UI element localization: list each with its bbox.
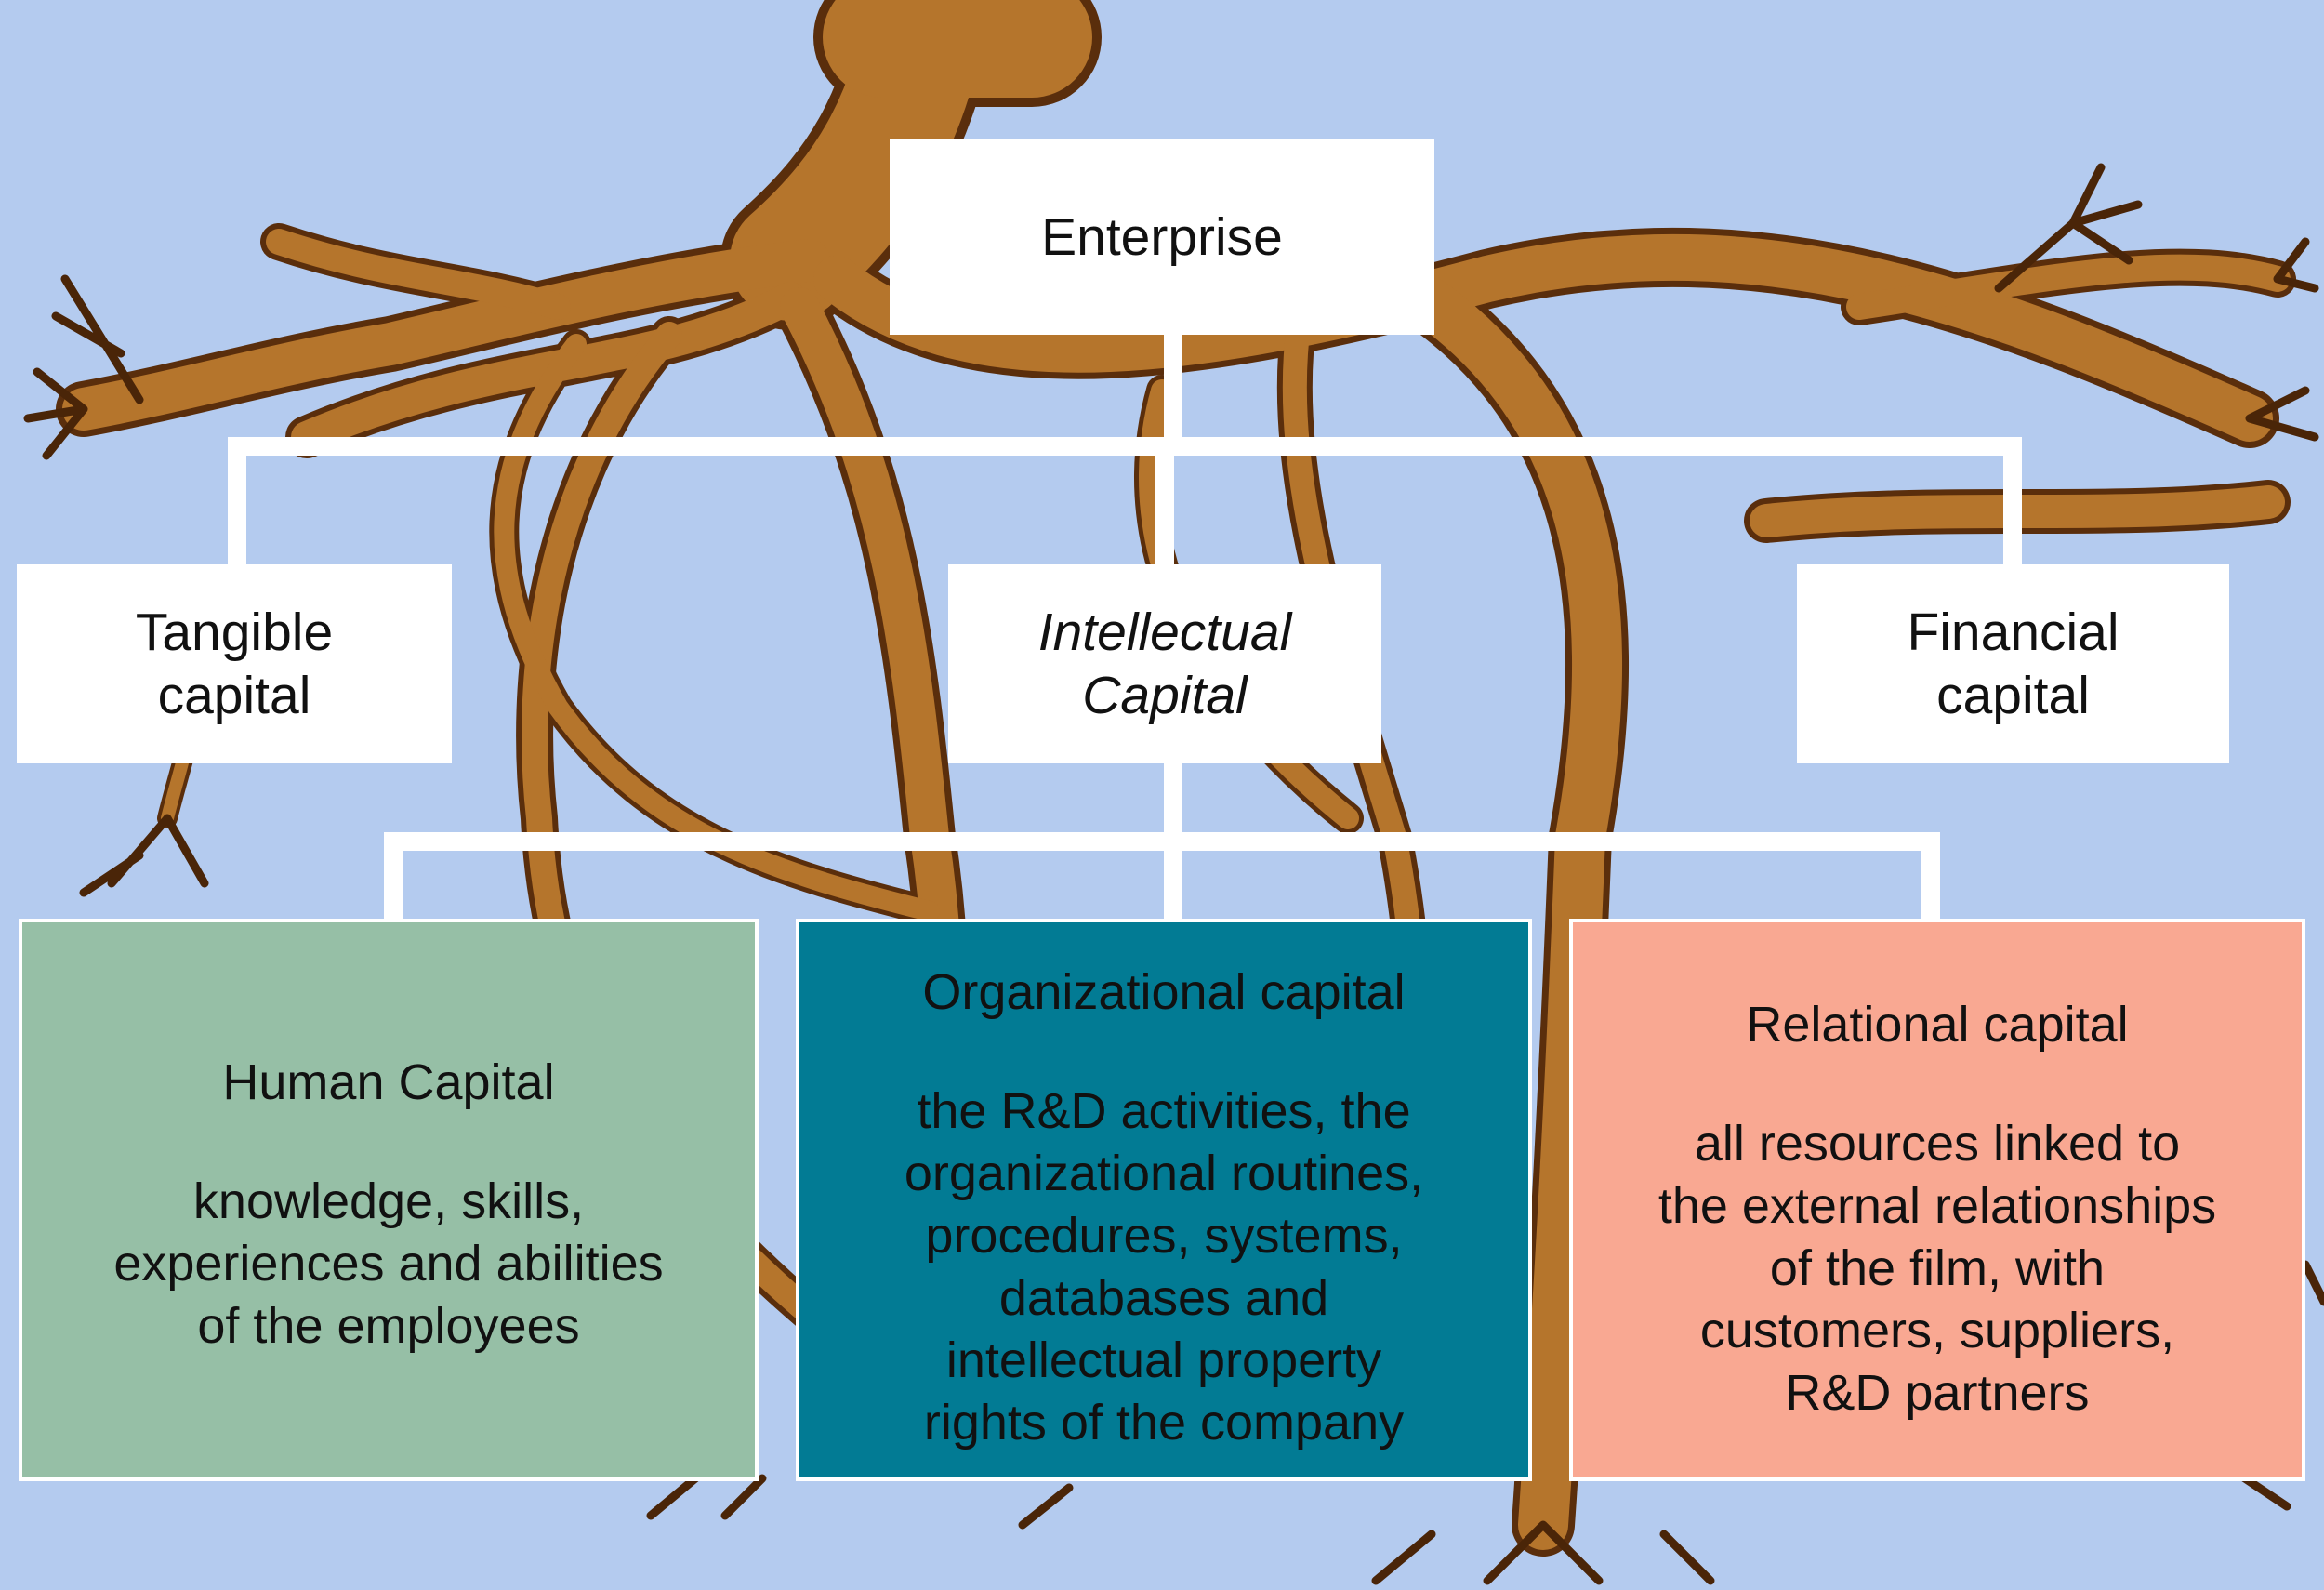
connector-intellectual-to-level2 — [384, 754, 1940, 928]
organizational-capital-node: Organizational capital the R&D activitie… — [796, 919, 1532, 1481]
relational-capital-description: all resources linked to the external rel… — [1657, 1116, 2217, 1421]
tangible-capital-label: Tangible capital — [135, 603, 334, 725]
relational-capital-node: Relational capital all resources linked … — [1569, 919, 2305, 1481]
enterprise-label: Enterprise — [1041, 207, 1283, 267]
intellectual-capital-label: Intellectual Capital — [1037, 603, 1292, 725]
tangible-capital-node: Tangible capital — [17, 564, 452, 763]
organizational-capital-description: the R&D activities, the organizational r… — [904, 1083, 1424, 1451]
human-capital-title: Human Capital — [222, 1054, 555, 1110]
intellectual-capital-node: Intellectual Capital — [948, 564, 1381, 763]
connector-enterprise-to-level1 — [228, 325, 2022, 574]
enterprise-node: Enterprise — [890, 139, 1434, 335]
human-capital-node: Human Capital knowledge, skills, experie… — [19, 919, 759, 1481]
financial-capital-label: Financial capital — [1907, 603, 2119, 725]
organizational-capital-title: Organizational capital — [922, 964, 1406, 1020]
human-capital-description: knowledge, skills, experiences and abili… — [113, 1173, 664, 1354]
relational-capital-title: Relational capital — [1746, 997, 2129, 1053]
financial-capital-node: Financial capital — [1797, 564, 2229, 763]
